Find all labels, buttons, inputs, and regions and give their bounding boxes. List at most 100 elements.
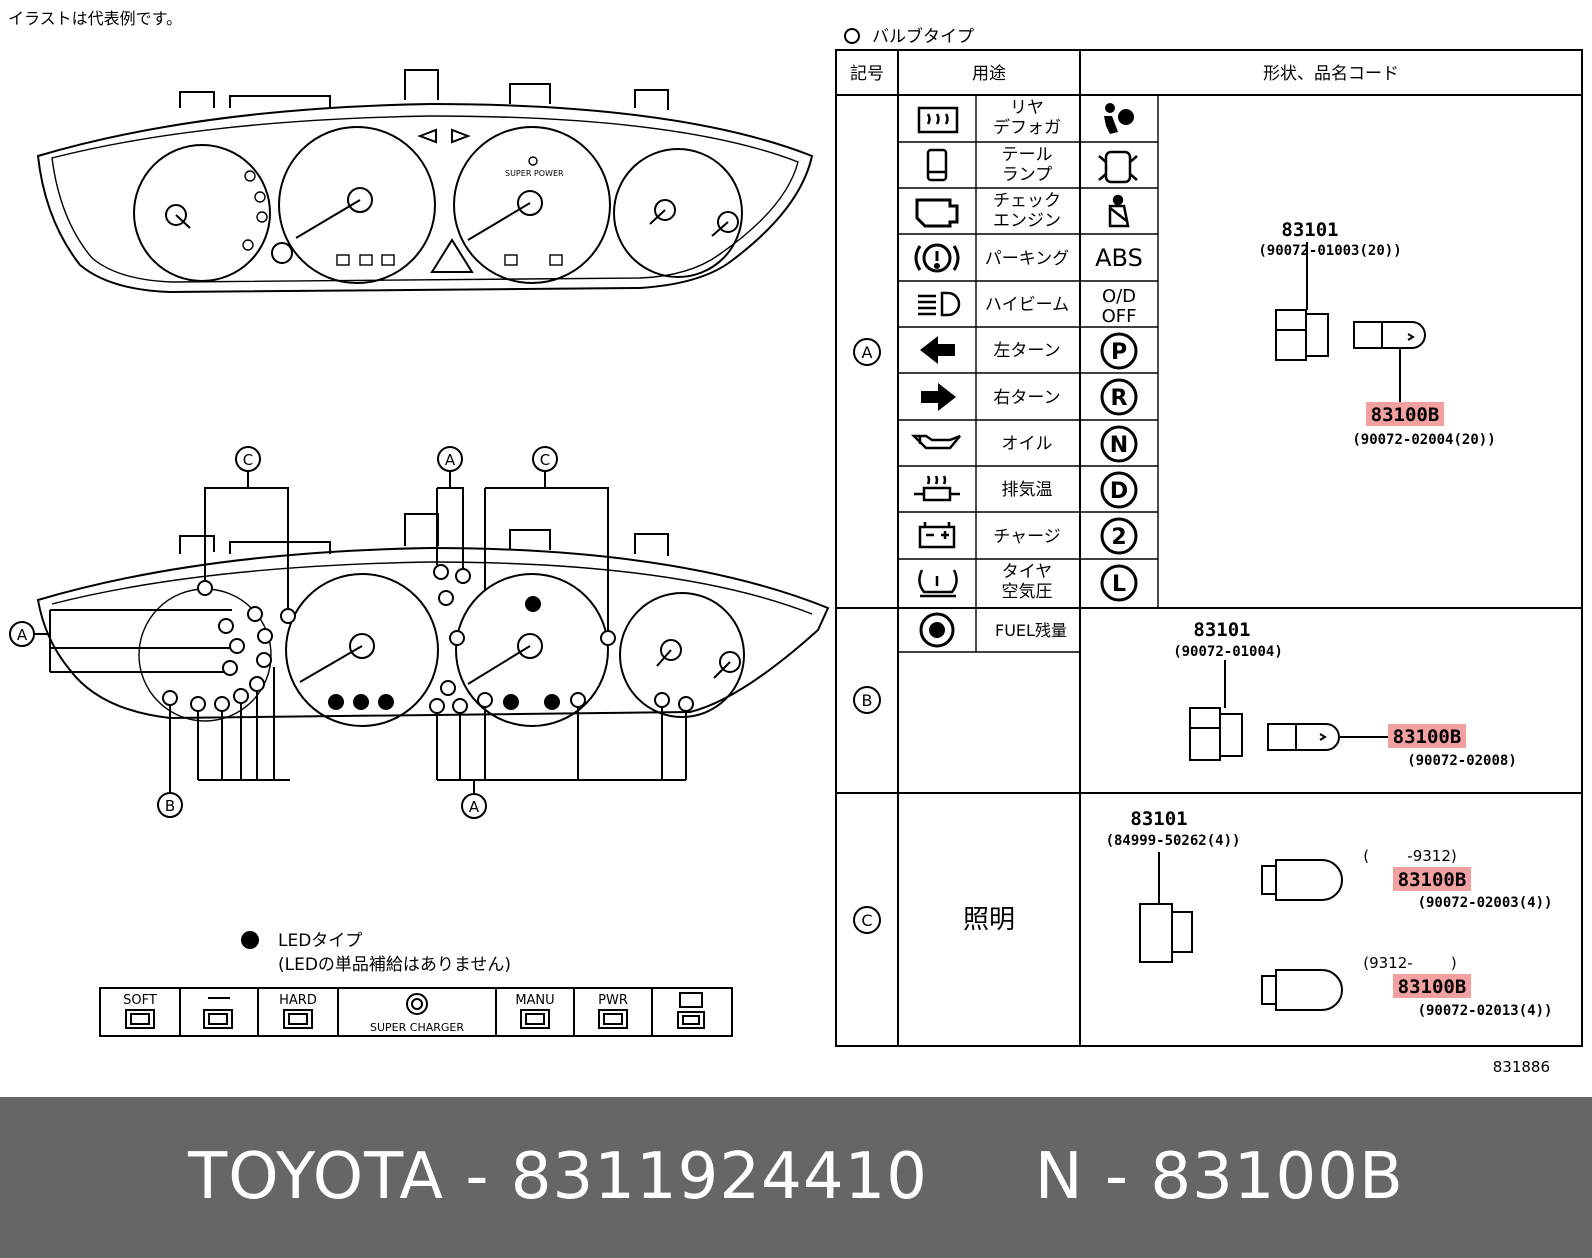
row-label: 空気圧 (1002, 582, 1053, 602)
row-label: チャージ (993, 527, 1061, 547)
row-label: ランプ (1002, 165, 1053, 185)
high-beam-icon (918, 291, 961, 317)
callout-a-label: A (862, 343, 873, 362)
airbag-icon (1104, 103, 1134, 134)
bulb-number: 83100B (1398, 869, 1467, 891)
od-off-text: O/D (1102, 286, 1136, 307)
header-shape: 形状、品名コード (1263, 64, 1399, 84)
tire-pressure-icon (918, 569, 958, 598)
bulb-number: 83100B (1393, 726, 1462, 748)
socket-b-drawing (1189, 707, 1221, 761)
callout-b-label: B (165, 797, 175, 815)
bulb-range: ( -9312) (1363, 847, 1456, 865)
bulb-code: (90072-02003(4)) (1418, 895, 1553, 911)
bulb-b-drawing (1267, 723, 1297, 751)
bulb-range: (9312- ) (1363, 954, 1456, 972)
led-dot (328, 694, 344, 710)
gear-letter: 2 (1111, 525, 1126, 550)
callout-c-left (235, 446, 261, 472)
header-usage: 用途 (972, 64, 1006, 84)
tail-lamp-icon (926, 148, 948, 182)
callout-a-label: A (17, 626, 28, 644)
bulb-type-marker (844, 28, 860, 44)
callout-c-label: C (540, 451, 550, 469)
bulb-code: (90072-02013(4)) (1418, 1003, 1553, 1019)
callout-c-label: C (243, 451, 253, 469)
bulb-highlight (1393, 974, 1471, 998)
bulb-code: (90072-02008) (1407, 753, 1517, 769)
oil-icon (910, 434, 961, 450)
switch-hard-label: HARD (279, 993, 317, 1008)
led-note: (LEDの単品補給はありません) (278, 955, 511, 975)
exhaust-temp-icon (914, 475, 960, 502)
switch-soft-label: SOFT (123, 993, 157, 1008)
super-power-label: SUPER POWER (505, 169, 564, 178)
row-label: 排気温 (1002, 480, 1053, 500)
bulb-highlight (1393, 867, 1471, 891)
gear-2-icon (1100, 517, 1138, 555)
led-dot (353, 694, 369, 710)
part-b: 83101 (90072-01004) 83100B (90072-02008) (1173, 619, 1517, 769)
footer-bar: TOYOTA - 8311924410 N - 83100B (0, 1097, 1592, 1258)
led-legend: LEDタイプ (LEDの単品補給はありません) (241, 931, 511, 975)
gear-letter: R (1111, 386, 1128, 411)
gear-p-icon (1100, 332, 1138, 370)
callout-c (853, 906, 881, 934)
callout-a-label: A (469, 798, 480, 816)
switch-panel: SOFT HARD SUPER CHARGER MANU PWR (99, 987, 733, 1037)
row-label: 左ターン (993, 341, 1060, 361)
gear-n-icon (1100, 425, 1138, 463)
charge-icon (918, 522, 956, 549)
callout-b-label: B (862, 691, 873, 710)
check-engine-icon (915, 198, 959, 228)
led-legend-dot (241, 931, 259, 949)
row-label: デフォガ (993, 117, 1061, 138)
gear-letter: P (1111, 340, 1127, 365)
row-label: 右ターン (993, 388, 1060, 408)
socket-number: 83101 (1130, 808, 1187, 830)
od-off-text: OFF (1102, 306, 1137, 327)
socket-number: 83101 (1281, 219, 1338, 241)
callout-b-bottom (157, 792, 183, 818)
parking-brake-icon (914, 243, 960, 273)
callout-c-right (532, 446, 558, 472)
row-c-label: 照明 (963, 905, 1015, 935)
bulb-number: 83100B (1371, 404, 1440, 426)
led-dot (525, 596, 541, 612)
right-turn-icon (921, 383, 956, 411)
cluster-bottom-illustration: C A C A B A (9, 446, 830, 819)
seatbelt-icon (1108, 194, 1130, 228)
bulb-type-label: バルブタイプ (872, 26, 974, 47)
socket-number: 83101 (1193, 619, 1250, 641)
rear-defogger-icon (917, 106, 959, 134)
bulb-highlight (1388, 724, 1466, 748)
row-label: リヤ (1010, 98, 1044, 118)
socket-c-drawing (1139, 903, 1173, 963)
row-b-label: FUEL残量 (995, 621, 1067, 640)
part-a: 83101 (90072-01003(20)) 83100B (90072-02… (1258, 219, 1495, 448)
header-symbol: 記号 (850, 64, 884, 84)
fuel-warning-icon (919, 612, 955, 648)
left-turn-icon (920, 336, 955, 364)
row-label: ハイビーム (985, 295, 1069, 315)
gear-letter: N (1110, 433, 1128, 458)
callout-a (853, 338, 881, 366)
bulb-c1-drawing (1275, 859, 1343, 901)
illustration-note: イラストは代表例です。 (8, 9, 182, 28)
callout-a-top (437, 446, 463, 472)
switch-manu-label: MANU (515, 993, 554, 1008)
row-label: チェック (993, 191, 1061, 211)
abs-icon-text: ABS (1095, 244, 1143, 272)
socket-code: (90072-01003(20)) (1258, 243, 1401, 259)
gear-l-icon (1100, 564, 1138, 602)
gear-letter: D (1110, 479, 1128, 504)
callout-a-label: A (445, 451, 456, 469)
callout-b (853, 686, 881, 714)
row-label: エンジン (993, 211, 1061, 231)
led-dot (544, 694, 560, 710)
gear-letter: L (1112, 572, 1126, 597)
door-open-icon (1098, 150, 1138, 184)
switch-pwr-label: PWR (598, 993, 628, 1008)
gear-d-icon (1100, 471, 1138, 509)
socket-a-drawing (1275, 309, 1307, 361)
